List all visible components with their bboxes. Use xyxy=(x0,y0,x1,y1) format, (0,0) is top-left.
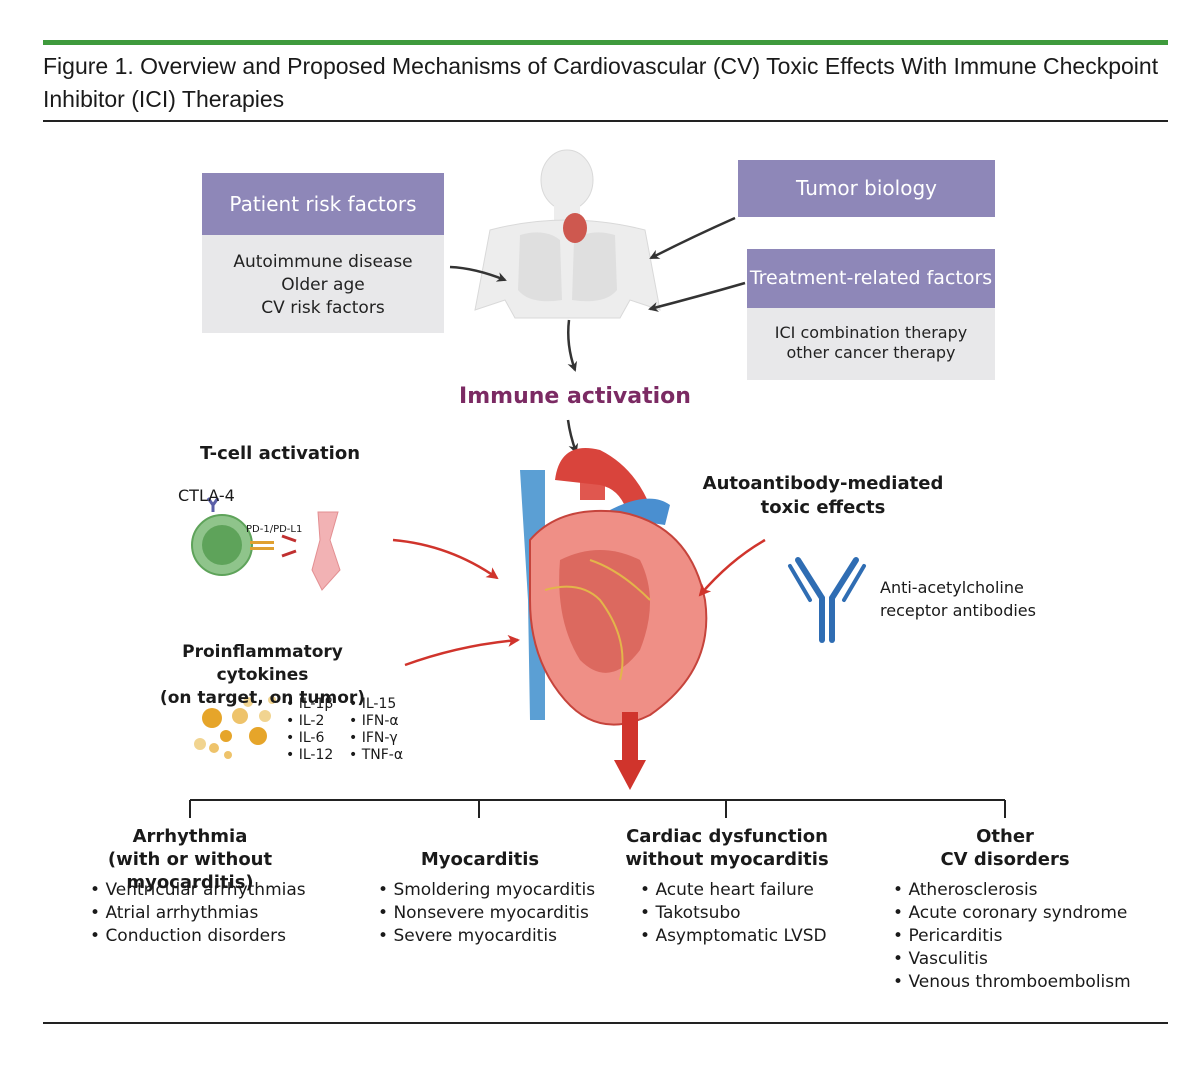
risk-item: Older age xyxy=(281,275,365,295)
outcome-title-line: Other xyxy=(976,826,1034,847)
treatment-item: other cancer therapy xyxy=(786,343,956,362)
outcome-down-arrow xyxy=(614,712,646,790)
cytokine-particles xyxy=(194,696,276,759)
immune-to-heart-arrow xyxy=(566,419,579,454)
outcome-item: Pericarditis xyxy=(893,925,1131,948)
antibody-desc-line: receptor antibodies xyxy=(880,601,1036,620)
cytokine-list-1: IL-1β IL-2 IL-6 IL-12 xyxy=(286,696,334,764)
outcome-bracket xyxy=(189,799,1006,818)
outcome-title-line: without myocarditis xyxy=(625,849,829,870)
autoantibody-title-line: toxic effects xyxy=(760,497,886,518)
treatment-to-body-arrow xyxy=(648,281,746,312)
outcome-myocarditis-list: Smoldering myocarditis Nonsevere myocard… xyxy=(378,879,595,948)
tcell-title: T-cell activation xyxy=(200,443,361,464)
antibody-to-heart-arrow xyxy=(698,538,766,597)
outcome-cardiac-dysfunction-list: Acute heart failure Takotsubo Asymptomat… xyxy=(640,879,827,948)
tumor-biology-header: Tumor biology xyxy=(738,160,995,217)
cytokine-item: IL-1β xyxy=(286,696,334,713)
title-accent-rule xyxy=(43,40,1168,45)
outcome-title-line: Cardiac dysfunction xyxy=(626,826,828,847)
antibody-desc-line: Anti-acetylcholine xyxy=(880,578,1024,597)
cytokine-item: IL-2 xyxy=(286,713,333,730)
tcell-illustration xyxy=(191,497,341,591)
body-to-immune-arrow xyxy=(567,319,577,372)
outcome-item: Takotsubo xyxy=(640,902,827,925)
outcome-cardiac-dysfunction-title: Cardiac dysfunction without myocarditis xyxy=(622,825,832,871)
outcome-item: Acute heart failure xyxy=(640,879,827,902)
outcome-other-cv-list: Atherosclerosis Acute coronary syndrome … xyxy=(893,879,1131,994)
outcome-arrhythmia-list: Ventricular arrhythmias Atrial arrhythmi… xyxy=(90,879,306,948)
antibody-description: Anti-acetylcholine receptor antibodies xyxy=(880,576,1036,622)
treatment-header: Treatment-related factors xyxy=(747,249,995,308)
heart-illustration xyxy=(520,448,708,726)
autoantibody-title-line: Autoantibody-mediated xyxy=(702,473,944,494)
patient-risk-body: Autoimmune disease Older age CV risk fac… xyxy=(202,235,444,333)
outcome-title-line: Arrhythmia xyxy=(132,826,248,847)
outcome-item: Ventricular arrhythmias xyxy=(90,879,305,902)
tumor-to-body-arrow xyxy=(649,216,736,260)
outcome-item: Severe myocarditis xyxy=(378,925,595,948)
outcome-item: Vasculitis xyxy=(893,948,1131,971)
torso-illustration xyxy=(474,149,661,319)
outcome-item: Asymptomatic LVSD xyxy=(640,925,826,948)
outcome-item: Atherosclerosis xyxy=(893,879,1131,902)
risk-to-body-arrow xyxy=(449,265,507,282)
bottom-rule xyxy=(43,1022,1168,1024)
cytokines-to-heart-arrow xyxy=(404,634,520,667)
cytokine-list-2: IL-15 IFN-α IFN-γ TNF-α xyxy=(349,696,403,764)
cytokines-title-line: Proinflammatory cytokines xyxy=(182,642,343,685)
outcome-item: Venous thromboembolism xyxy=(893,971,1130,994)
autoantibody-title: Autoantibody-mediated toxic effects xyxy=(700,472,946,520)
patient-risk-header: Patient risk factors xyxy=(202,173,444,235)
tcell-to-heart-arrow xyxy=(392,538,499,580)
outcome-item: Conduction disorders xyxy=(90,925,306,948)
cytokine-item: IL-12 xyxy=(286,747,334,764)
pd1-label: PD-1/PD-L1 xyxy=(246,524,303,535)
risk-item: Autoimmune disease xyxy=(233,252,413,272)
outcome-myocarditis-title: Myocarditis xyxy=(380,848,580,871)
title-divider xyxy=(43,120,1168,122)
outcome-item: Nonsevere myocarditis xyxy=(378,902,595,925)
outcome-item: Atrial arrhythmias xyxy=(90,902,306,925)
cytokine-item: TNF-α xyxy=(349,747,403,764)
cytokine-item: IFN-α xyxy=(349,713,403,730)
cytokine-item: IL-15 xyxy=(349,696,403,713)
antibody-icon xyxy=(788,557,866,643)
figure-title: Figure 1. Overview and Proposed Mechanis… xyxy=(43,53,1159,112)
outcome-title-line: Myocarditis xyxy=(420,849,540,870)
treatment-body: ICI combination therapy other cancer the… xyxy=(747,308,995,380)
outcome-title-line: CV disorders xyxy=(940,849,1070,870)
cytokine-item: IL-6 xyxy=(286,730,333,747)
cytokines-title: Proinflammatory cytokines (on target, on… xyxy=(135,641,390,710)
treatment-item: ICI combination therapy xyxy=(774,323,968,342)
outcome-item: Acute coronary syndrome xyxy=(893,902,1131,925)
immune-activation-label: Immune activation xyxy=(459,384,691,409)
outcome-other-cv-title: Other CV disorders xyxy=(915,825,1095,871)
ctla4-label: CTLA-4 xyxy=(178,486,235,505)
risk-item: CV risk factors xyxy=(261,298,385,318)
cytokine-item: IFN-γ xyxy=(349,730,403,747)
outcome-item: Smoldering myocarditis xyxy=(378,879,595,902)
